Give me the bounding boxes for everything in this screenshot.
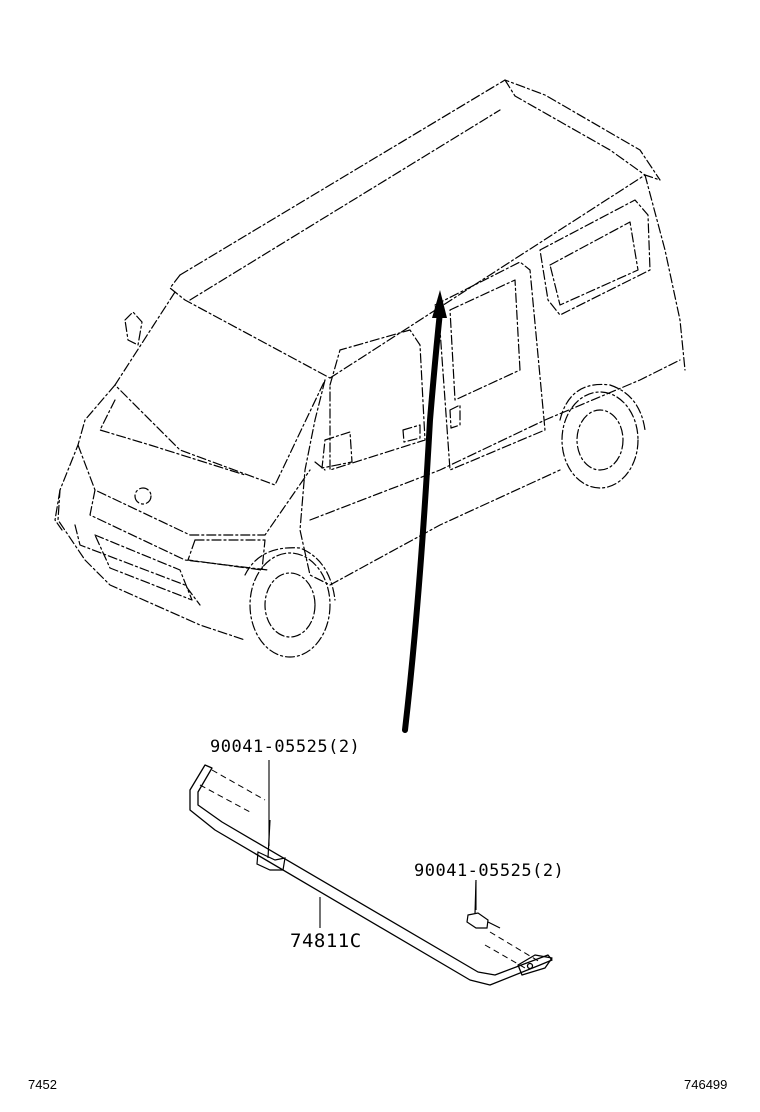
diagram-code-left: 7452 — [28, 1077, 57, 1092]
van-front — [54, 291, 326, 641]
rail-part — [189, 764, 553, 986]
van-roof — [169, 79, 661, 379]
van-side — [299, 174, 686, 586]
van-mirror — [124, 311, 353, 471]
location-arrow — [402, 290, 447, 733]
callout-part-main: 74811C — [290, 930, 362, 952]
callout-bolt-lower: 90041-05525(2) — [414, 861, 565, 881]
bolt-lower-icon — [466, 879, 501, 929]
callout-bolt-upper: 90041-05525(2) — [210, 737, 361, 757]
van-wheels — [244, 383, 646, 658]
diagram-code-right: 746499 — [684, 1077, 728, 1092]
